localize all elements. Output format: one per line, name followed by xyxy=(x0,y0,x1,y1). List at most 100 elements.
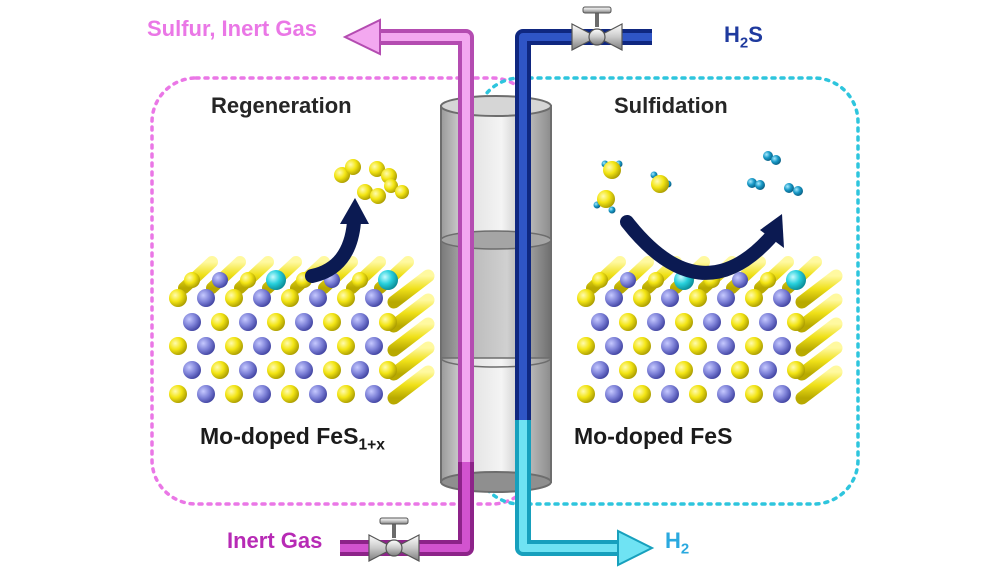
sulfur-atom xyxy=(281,385,299,403)
sulfur-atom xyxy=(745,337,763,355)
catalyst-bed xyxy=(440,239,552,359)
sulfur-molecules xyxy=(334,159,409,204)
iron-atom xyxy=(295,313,313,331)
surface-atom xyxy=(620,272,636,288)
regeneration-label: Regeneration xyxy=(211,93,352,118)
iron-atom xyxy=(661,337,679,355)
h2s-label: H2S xyxy=(724,22,763,51)
iron-atom xyxy=(365,337,383,355)
sulfur-inert-gas-label: Sulfur, Inert Gas xyxy=(147,16,317,41)
h2s-label-h: H xyxy=(724,22,740,47)
sulfur-atom xyxy=(169,385,187,403)
sulfur-atom xyxy=(337,289,355,307)
sulfur-atom xyxy=(675,361,693,379)
sulfur-atom xyxy=(323,361,341,379)
iron-atom xyxy=(703,313,721,331)
inert-gas-label: Inert Gas xyxy=(227,528,323,553)
mo-doped-fes1x-label: Mo-doped FeS1+x xyxy=(200,423,385,455)
sulfur-atom xyxy=(379,313,397,331)
sulfur-atom xyxy=(169,289,187,307)
mo-atom xyxy=(378,270,398,290)
lattice-rod xyxy=(387,341,435,381)
h2-molecules xyxy=(747,151,803,196)
sulfur-atom xyxy=(379,361,397,379)
iron-atom xyxy=(239,361,257,379)
sulfur-atom xyxy=(619,313,637,331)
h2-label-subscript: 2 xyxy=(680,540,690,558)
h2s-molecules xyxy=(593,160,672,214)
lattice-rod xyxy=(387,293,435,333)
iron-atom xyxy=(365,385,383,403)
iron-atom xyxy=(703,361,721,379)
sulfur-atom xyxy=(633,337,651,355)
iron-atom xyxy=(351,361,369,379)
mo-atom xyxy=(266,270,286,290)
sulfidation-label: Sulfidation xyxy=(614,93,728,118)
iron-atom xyxy=(647,361,665,379)
lattice-rod xyxy=(795,293,843,333)
iron-atom xyxy=(591,313,609,331)
sulfur-atom xyxy=(633,385,651,403)
sulfur-atom xyxy=(633,289,651,307)
lattice-rod xyxy=(795,341,843,381)
iron-atom xyxy=(197,385,215,403)
sulfur-atom xyxy=(267,313,285,331)
sulfur-atom xyxy=(169,337,187,355)
sulfur-atom xyxy=(689,385,707,403)
sulfur-atom xyxy=(577,289,595,307)
sulfur-atom xyxy=(689,289,707,307)
iron-atom xyxy=(351,313,369,331)
iron-atom xyxy=(773,385,791,403)
iron-atom xyxy=(605,289,623,307)
sulfidation-arrow-icon xyxy=(620,214,784,280)
mo-atom xyxy=(786,270,806,290)
surface-atom xyxy=(352,272,368,288)
sulfur-atom xyxy=(675,313,693,331)
iron-atom xyxy=(773,289,791,307)
mo-doped-fes1x-lattice xyxy=(169,256,435,405)
lattice-rod xyxy=(795,317,843,357)
iron-atom xyxy=(365,289,383,307)
iron-atom xyxy=(759,313,777,331)
iron-atom xyxy=(647,313,665,331)
sulfur-atom xyxy=(731,361,749,379)
surface-atom xyxy=(760,272,776,288)
iron-atom xyxy=(309,385,327,403)
iron-atom xyxy=(253,385,271,403)
mo-doped-fes-lattice xyxy=(577,256,843,405)
sulfur-atom xyxy=(787,313,805,331)
reactor-column xyxy=(440,95,552,493)
lattice-rod xyxy=(795,365,843,405)
inert-gas-valve-icon xyxy=(368,517,420,562)
sulfur-atom xyxy=(211,361,229,379)
h2-label: H2 xyxy=(665,528,689,557)
surface-atom xyxy=(240,272,256,288)
sulfur-outlet-arrowhead xyxy=(342,18,381,56)
mo-doped-fes1x-label-subscript: 1+x xyxy=(358,436,385,454)
iron-atom xyxy=(661,385,679,403)
mo-doped-fes1x-label-main: Mo-doped FeS xyxy=(200,423,359,449)
sulfur-atom xyxy=(323,313,341,331)
iron-atom xyxy=(197,289,215,307)
iron-atom xyxy=(773,337,791,355)
regeneration-arrow-icon xyxy=(305,198,369,283)
iron-atom xyxy=(661,289,679,307)
h2-arrowhead xyxy=(617,529,655,567)
iron-atom xyxy=(183,361,201,379)
sulfur-atom xyxy=(787,361,805,379)
iron-atom xyxy=(253,337,271,355)
iron-atom xyxy=(239,313,257,331)
sulfur-atom xyxy=(211,313,229,331)
sulfur-atom xyxy=(225,385,243,403)
surface-atom xyxy=(732,272,748,288)
lattice-rod xyxy=(387,365,435,405)
iron-atom xyxy=(717,337,735,355)
iron-atom xyxy=(717,385,735,403)
h2s-label-s: S xyxy=(748,22,763,47)
mo-doped-fes-label: Mo-doped FeS xyxy=(574,423,733,449)
sulfur-atom xyxy=(267,361,285,379)
sulfidation-loop xyxy=(474,76,860,506)
iron-atom xyxy=(253,289,271,307)
surface-atom xyxy=(212,272,228,288)
sulfur-atom xyxy=(745,289,763,307)
